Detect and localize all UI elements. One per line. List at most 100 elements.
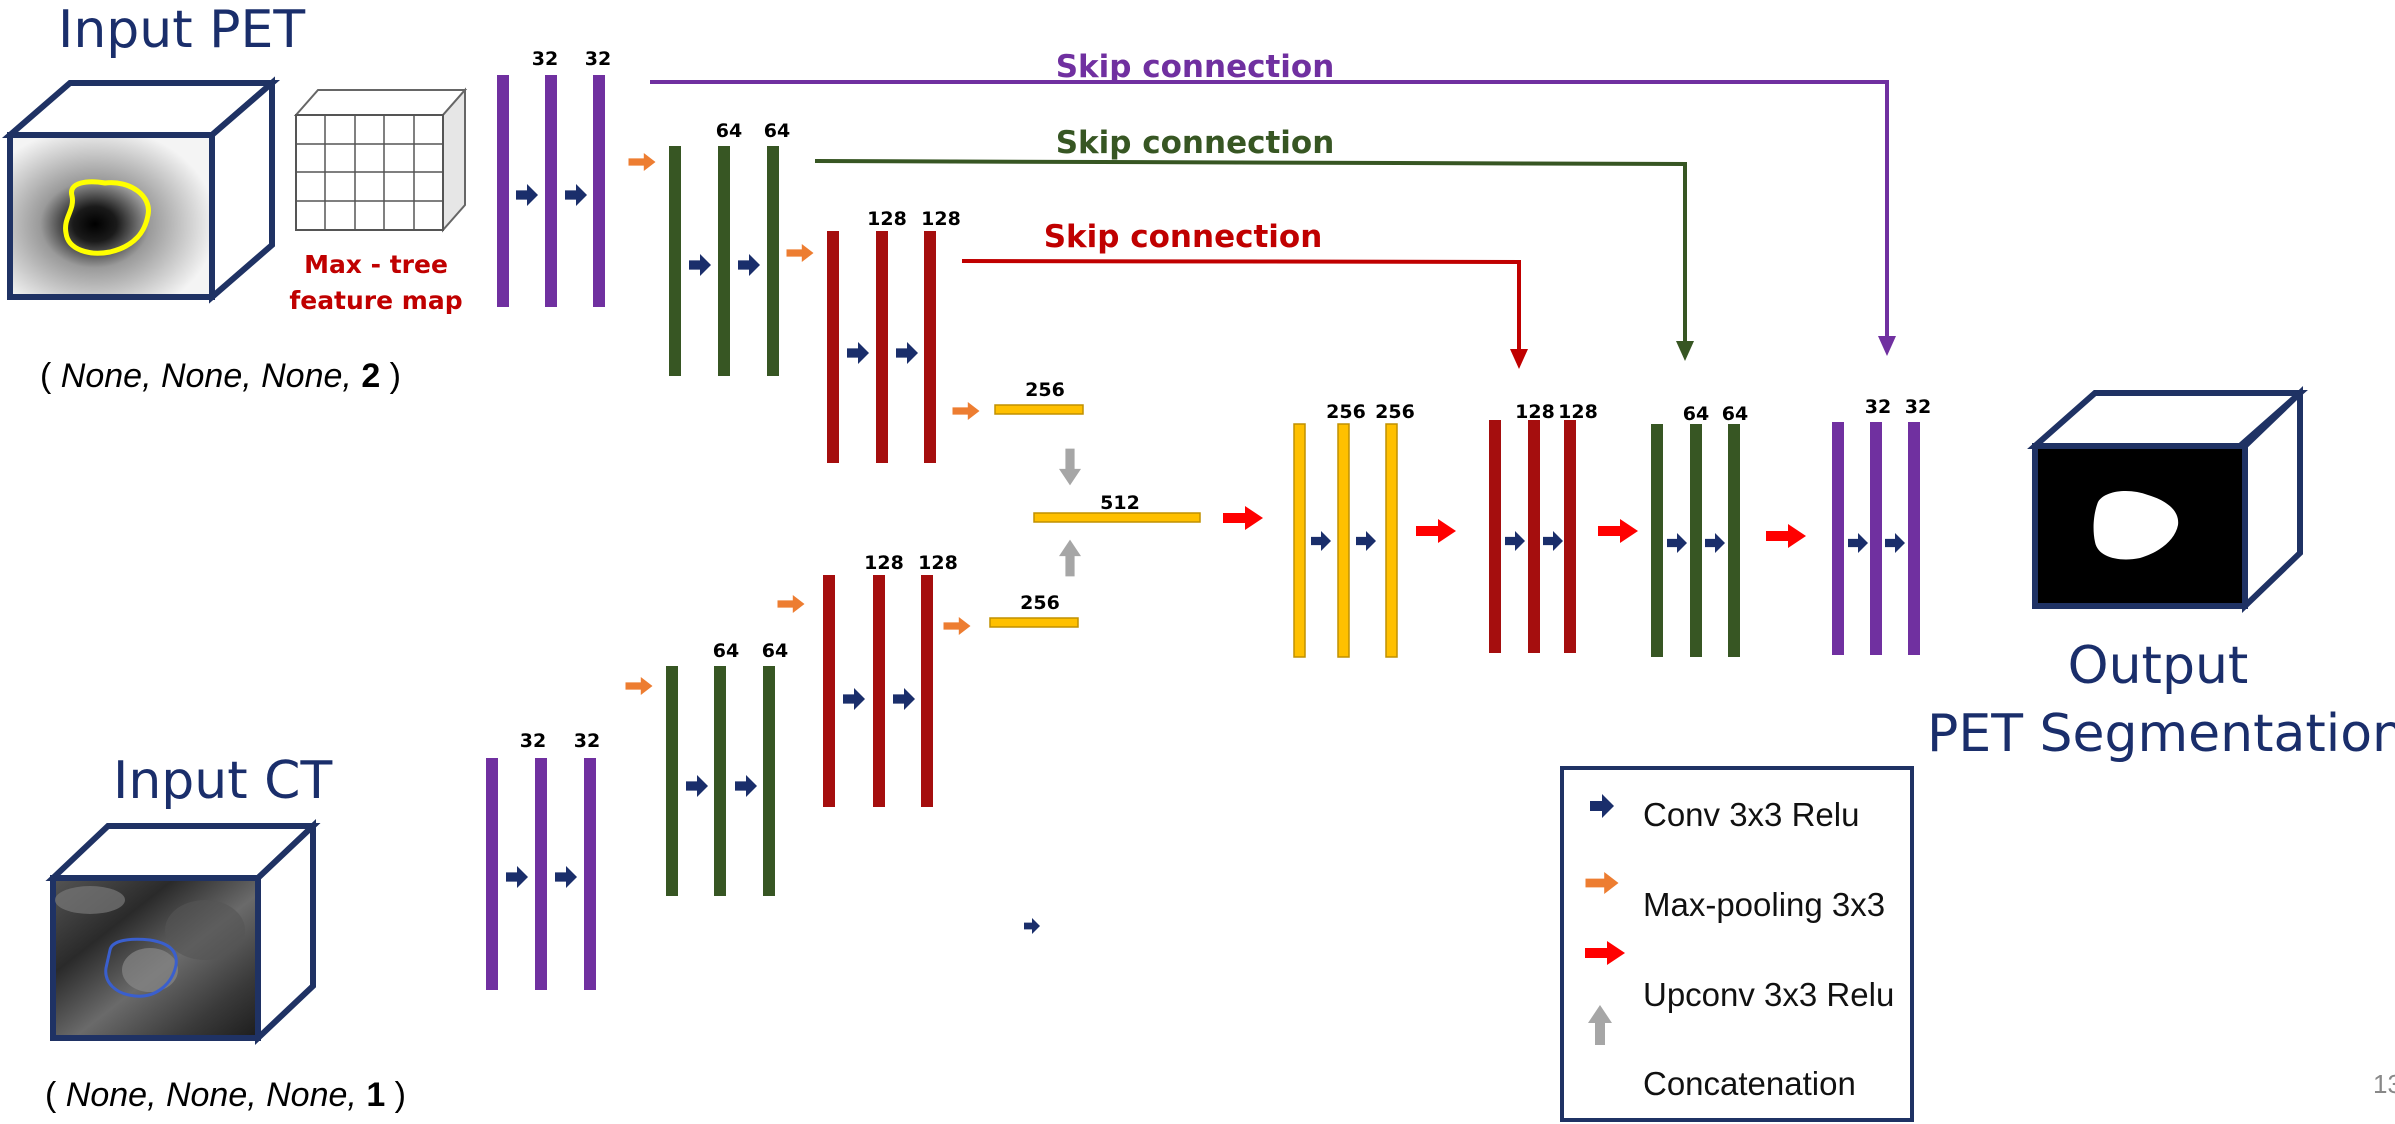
conv-arrow-icon — [565, 184, 587, 206]
pet-enc2-bar — [718, 146, 730, 376]
channel-label: 256 — [1020, 592, 1060, 614]
maxpool-arrow-icon — [787, 244, 814, 262]
ct-enc1-bar — [535, 758, 547, 990]
feature-map-label-line1: Max - tree — [304, 250, 448, 279]
output-segmentation-cube — [2035, 393, 2300, 606]
upconv-arrow-icon — [1598, 519, 1638, 543]
conv-arrow-icon — [738, 254, 760, 276]
ct-enc2-bar — [666, 666, 678, 896]
pet-input-shape: ( None, None, None, 2 ) — [40, 357, 401, 395]
channel-label: 64 — [762, 640, 788, 662]
dec3-bar — [1564, 420, 1576, 653]
conv-arrow-icon — [1356, 531, 1376, 551]
channel-label: 64 — [713, 640, 739, 662]
channel-label: 128 — [1558, 401, 1598, 423]
pet-enc1-bar — [593, 75, 605, 307]
conv-arrow-icon — [843, 688, 865, 710]
upconv-arrow-icon — [1223, 506, 1263, 530]
pet-enc2-bar — [767, 146, 779, 376]
decoder-level1: 32 32 — [1832, 396, 1931, 655]
conv-arrow-icon — [1543, 531, 1563, 551]
ct-enc2-bar — [763, 666, 775, 896]
channel-label: 32 — [574, 730, 600, 752]
pet-input-cube — [10, 83, 272, 297]
ct-encoder-level1: 32 32 — [486, 730, 600, 990]
channel-label: 64 — [1722, 403, 1748, 425]
pet-encoder-level3: 128 128 — [827, 208, 961, 463]
ct-enc1-bar — [584, 758, 596, 990]
channel-label: 256 — [1025, 379, 1065, 401]
conv-arrow-icon — [689, 254, 711, 276]
max-tree-feature-map-icon — [296, 90, 465, 230]
pet-encoder-level2: 64 64 — [669, 120, 790, 376]
ct-enc3-bar — [921, 575, 933, 807]
conv-arrow-icon — [893, 688, 915, 710]
maxpool-arrow-icon — [944, 617, 971, 635]
channel-label: 64 — [716, 120, 742, 142]
legend-conv-label: Conv 3x3 Relu — [1643, 796, 1859, 833]
dec1-bar — [1908, 422, 1920, 655]
maxpool-arrow-icon — [778, 595, 805, 613]
channel-label: 32 — [532, 48, 558, 70]
pet-enc2-bar — [669, 146, 681, 376]
conv-arrow-icon — [686, 775, 708, 797]
decoder-level3: 128 128 — [1489, 401, 1598, 653]
dec2-bar — [1728, 424, 1740, 657]
pet-enc3-bar — [924, 231, 936, 463]
channel-label: 256 — [1375, 401, 1415, 423]
skip-connection-red: Skip connection — [962, 219, 1528, 369]
conv-arrow-icon — [1885, 533, 1905, 553]
conv-arrow-icon — [1024, 918, 1040, 934]
dec3-bar — [1528, 420, 1540, 653]
channel-label: 128 — [1515, 401, 1555, 423]
dec4-bar — [1294, 424, 1305, 657]
conv-arrow-icon — [516, 184, 538, 206]
ct-enc3-bar — [873, 575, 885, 807]
bottleneck-512-bar — [1034, 513, 1200, 522]
ct-enc3-bar — [823, 575, 835, 807]
channel-label: 32 — [1865, 396, 1891, 418]
pet-image — [10, 135, 212, 297]
pet-enc1-bar — [497, 75, 509, 307]
channel-label: 256 — [1326, 401, 1366, 423]
maxpool-arrow-icon — [626, 677, 653, 695]
feature-map-label-line2: feature map — [289, 286, 462, 315]
channel-label: 128 — [867, 208, 907, 230]
conv-arrow-icon — [555, 866, 577, 888]
pet-encoder-level1: 32 32 — [497, 48, 611, 307]
decoder-level2: 64 64 — [1651, 403, 1748, 657]
pet-enc3-bar — [876, 231, 888, 463]
concat-arrow-icon — [1059, 540, 1081, 577]
dec4-bar — [1338, 424, 1349, 657]
ct-bottleneck-bar — [990, 618, 1078, 627]
conv-arrow-icon — [1667, 533, 1687, 553]
ct-enc1-bar — [486, 758, 498, 990]
channel-label: 128 — [921, 208, 961, 230]
conv-arrow-icon — [1505, 531, 1525, 551]
dec2-bar — [1651, 424, 1663, 657]
dec4-bar — [1386, 424, 1397, 657]
conv-arrow-icon — [1705, 533, 1725, 553]
conv-arrow-icon — [506, 866, 528, 888]
concat-arrow-icon — [1059, 449, 1081, 486]
skip-connection-label: Skip connection — [1056, 125, 1335, 161]
conv-arrow-icon — [896, 342, 918, 364]
dec1-bar — [1870, 422, 1882, 655]
ct-input-cube — [53, 826, 313, 1038]
conv-arrow-icon — [1848, 533, 1868, 553]
channel-label: 128 — [918, 552, 958, 574]
ct-encoder-level3: 128 128 — [823, 552, 958, 807]
ct-input-shape: ( None, None, None, 1 ) — [45, 1076, 406, 1114]
decoder-level4: 256 256 — [1294, 401, 1415, 657]
dec3-bar — [1489, 420, 1501, 653]
output-title-line1: Output — [2068, 636, 2249, 696]
channel-label: 128 — [864, 552, 904, 574]
input-ct-title: Input CT — [113, 751, 332, 811]
channel-label: 32 — [585, 48, 611, 70]
dec2-bar — [1690, 424, 1702, 657]
conv-arrow-icon — [1311, 531, 1331, 551]
channel-label: 64 — [764, 120, 790, 142]
pet-enc1-bar — [545, 75, 557, 307]
pet-bottleneck-bar — [995, 405, 1083, 414]
